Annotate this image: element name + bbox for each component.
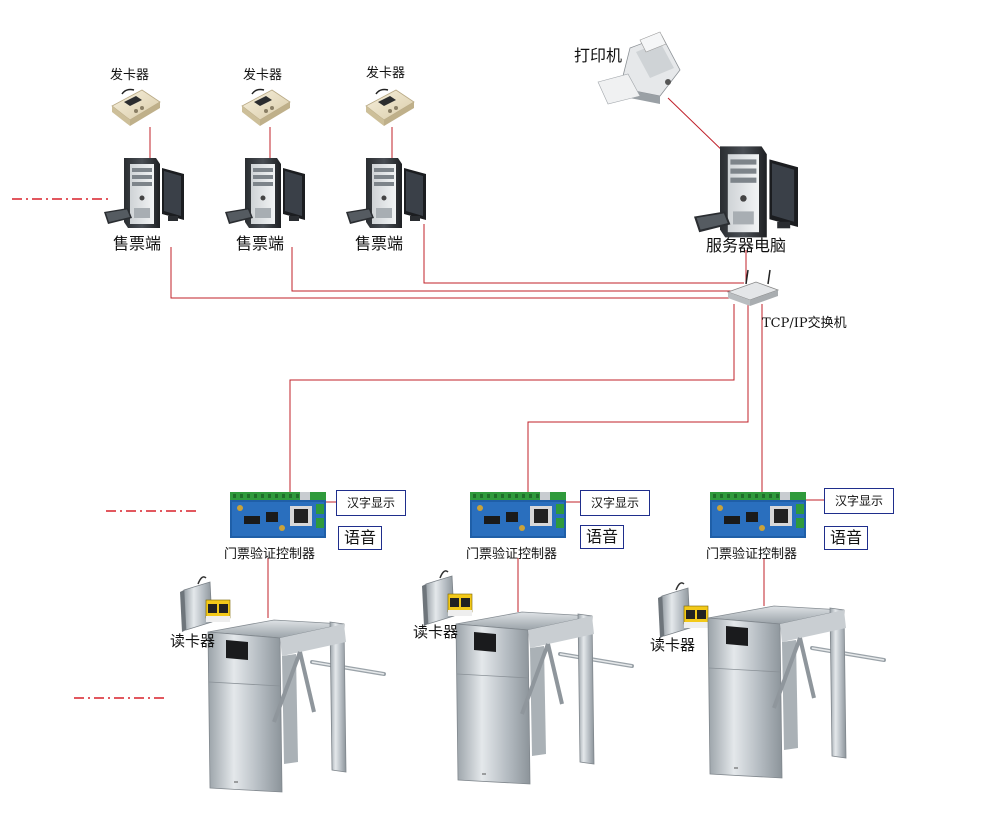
card-issuer-icon: [365, 88, 415, 127]
ticket-terminal-label: 售票端: [355, 234, 404, 253]
desktop-computer-icon: [346, 158, 426, 228]
desktop-computer-icon: [225, 158, 305, 228]
card-reader-icon: [179, 576, 231, 633]
card-reader-icon: [421, 570, 473, 627]
controller-label: 门票验证控制器: [224, 547, 316, 562]
card-issuer-label: 发卡器: [366, 66, 406, 81]
card-reader-label: 读卡器: [413, 623, 459, 641]
network-switch-icon: [726, 269, 780, 306]
voice-box: 语音: [338, 526, 382, 550]
controller-label: 门票验证控制器: [466, 547, 558, 562]
printer-label: 打印机: [574, 46, 623, 65]
marker-lines: [12, 198, 200, 699]
card-reader-icon: [657, 582, 709, 639]
card-issuer-icon: [241, 88, 291, 127]
tripod-turnstile-icon: [706, 604, 886, 780]
card-issuer-label: 发卡器: [243, 68, 283, 83]
controller-label: 门票验证控制器: [706, 547, 798, 562]
tripod-turnstile-icon: [454, 610, 634, 786]
chinese-display-box: 汉字显示: [336, 490, 406, 516]
server-label: 服务器电脑: [706, 236, 787, 255]
printer-icon: [597, 31, 681, 105]
card-reader-label: 读卡器: [170, 632, 216, 650]
chinese-display-box: 汉字显示: [580, 490, 650, 516]
voice-box: 语音: [580, 525, 624, 549]
voice-box: 语音: [824, 526, 868, 550]
card-issuer-icon: [111, 88, 161, 127]
card-issuer-label: 发卡器: [110, 68, 150, 83]
desktop-computer-icon: [104, 158, 184, 228]
switch-label: TCP/IP交换机: [762, 316, 847, 331]
ticket-terminal-label: 售票端: [236, 234, 285, 253]
circuit-board-icon: [710, 492, 806, 538]
desktop-computer-icon: [694, 146, 798, 238]
ticket-terminal-label: 售票端: [113, 234, 162, 253]
tripod-turnstile-icon: [206, 618, 386, 794]
circuit-board-icon: [470, 492, 566, 538]
chinese-display-box: 汉字显示: [824, 488, 894, 514]
card-reader-label: 读卡器: [650, 636, 696, 654]
circuit-board-icon: [230, 492, 326, 538]
